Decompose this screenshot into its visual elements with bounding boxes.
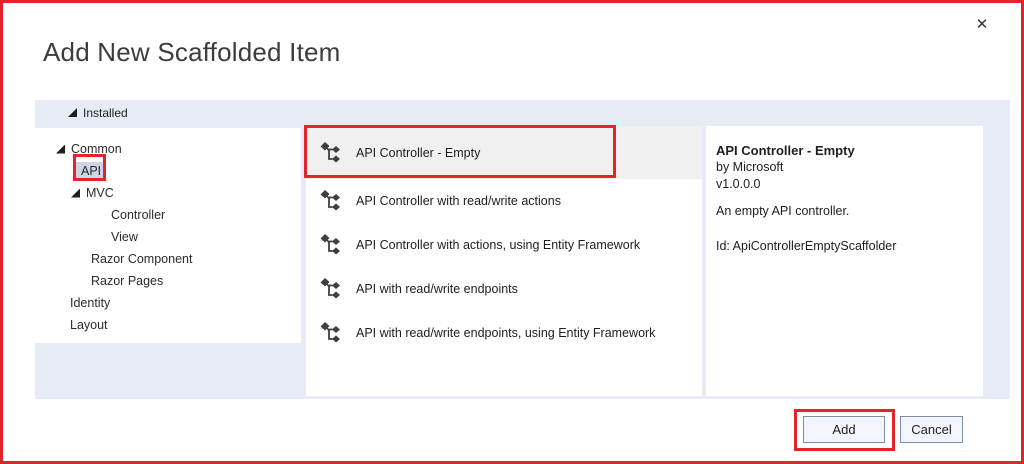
tree-item-view[interactable]: View [35, 226, 301, 248]
tree-item-identity[interactable]: Identity [35, 292, 301, 314]
template-list-item-label: API Controller with read/write actions [356, 194, 561, 208]
tree-item-label: View [111, 230, 138, 244]
tree-item-label: Razor Pages [91, 274, 164, 288]
template-details-panel: API Controller - Empty by Microsoft v1.0… [706, 126, 983, 396]
template-list-item-label: API Controller with actions, using Entit… [356, 238, 641, 252]
dialog-title: Add New Scaffolded Item [43, 37, 341, 67]
close-button[interactable]: ✕ [969, 11, 995, 37]
tree-item-mvc[interactable]: MVC [35, 182, 301, 204]
scaffolder-icon [320, 234, 340, 255]
scaffold-template-list: API Controller - Empty API Controller wi… [306, 126, 702, 396]
template-list-item-label: API with read/write endpoints, using Ent… [356, 326, 656, 340]
scaffolder-icon [320, 278, 340, 299]
tree-item-label: MVC [86, 186, 114, 200]
scaffolder-icon [320, 190, 340, 211]
tree-item-razor-component[interactable]: Razor Component [35, 248, 301, 270]
tree-item-label: Layout [70, 318, 108, 332]
tree-item-label: Controller [111, 208, 166, 222]
tree-item-label: Common [71, 142, 122, 156]
scaffolder-icon [320, 322, 340, 343]
template-list-item-label: API with read/write endpoints [356, 282, 518, 296]
tree-item-label: Razor Component [91, 252, 193, 266]
scaffolder-icon [320, 141, 340, 162]
template-list-item[interactable]: API Controller - Empty [306, 126, 702, 179]
tree-item-razor-pages[interactable]: Razor Pages [35, 270, 301, 292]
installed-header[interactable]: Installed [35, 100, 1010, 125]
tree-item-controller[interactable]: Controller [35, 204, 301, 226]
installed-header-label: Installed [83, 105, 128, 120]
expander-down-icon[interactable] [71, 188, 80, 198]
categories-section: Installed Common API MVC Controller View… [35, 100, 1010, 399]
category-tree-panel: Common API MVC Controller View Razor Com… [35, 128, 301, 343]
expander-down-icon[interactable] [56, 144, 65, 154]
detail-description: An empty API controller. [716, 204, 850, 218]
template-list-item[interactable]: API Controller with actions, using Entit… [306, 223, 702, 267]
tree-item-label: Identity [70, 296, 111, 310]
tree-item-api[interactable]: API [35, 160, 301, 182]
template-list-item[interactable]: API Controller with read/write actions [306, 179, 702, 223]
tree-item-layout[interactable]: Layout [35, 314, 301, 336]
detail-id: Id: ApiControllerEmptyScaffolder [716, 239, 897, 253]
template-list-item[interactable]: API with read/write endpoints, using Ent… [306, 311, 702, 355]
template-list-item[interactable]: API with read/write endpoints [306, 267, 702, 311]
cancel-button[interactable]: Cancel [900, 416, 963, 443]
detail-title: API Controller - Empty [716, 143, 855, 158]
tree-item-common[interactable]: Common [35, 138, 301, 160]
template-list-item-label: API Controller - Empty [356, 145, 481, 160]
detail-version: v1.0.0.0 [716, 177, 761, 191]
close-icon: ✕ [975, 16, 989, 33]
tree-item-label: API [76, 162, 107, 180]
expander-down-icon[interactable] [68, 108, 77, 117]
add-button[interactable]: Add [803, 416, 885, 443]
detail-author: by Microsoft [716, 160, 784, 174]
